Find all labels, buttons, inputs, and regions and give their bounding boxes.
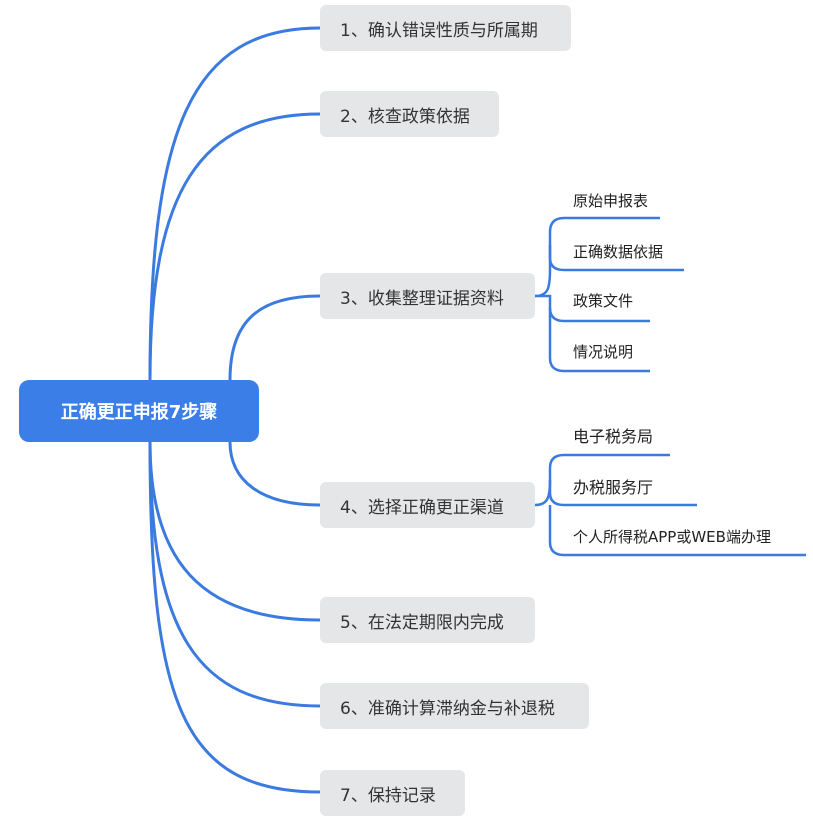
step-2-node: 2、核查政策依据 <box>320 91 499 137</box>
link-root-step-6 <box>148 440 322 708</box>
step-6-node: 6、准确计算滞纳金与补退税 <box>320 683 589 729</box>
step-1-label: 1、确认错误性质与所属期 <box>340 20 538 41</box>
link-step3-child-2 <box>548 245 684 272</box>
step-4-child-1: 电子税务局 <box>573 427 654 446</box>
root-node: 正确更正申报7步骤 <box>19 380 259 442</box>
step-2-label: 2、核查政策依据 <box>340 106 470 127</box>
step-3-child-1: 原始申报表 <box>573 192 649 210</box>
step-3-label: 3、收集整理证据资料 <box>340 288 504 309</box>
link-root-step-1 <box>148 26 322 382</box>
link-step4-child-2 <box>548 480 697 507</box>
link-root-step-3 <box>228 294 322 382</box>
step-3-node: 3、收集整理证据资料 <box>320 273 535 319</box>
step-6-label: 6、准确计算滞纳金与补退税 <box>340 698 555 719</box>
link-step4-child-3 <box>548 505 806 557</box>
link-root-step-4 <box>228 440 322 507</box>
link-step4-child-1 <box>534 453 670 507</box>
step-3-child-2: 正确数据依据 <box>573 243 664 261</box>
step-3-child-3: 政策文件 <box>573 292 634 310</box>
root-label: 正确更正申报7步骤 <box>60 402 218 423</box>
step-7-label: 7、保持记录 <box>340 785 436 806</box>
step-3-child-4: 情况说明 <box>573 343 634 361</box>
step-4-child-2: 办税服务厅 <box>573 478 654 497</box>
link-root-step-7 <box>148 440 322 794</box>
step-4-node: 4、选择正确更正渠道 <box>320 482 535 528</box>
step-1-node: 1、确认错误性质与所属期 <box>320 5 571 51</box>
link-root-step-5 <box>148 440 322 622</box>
step-4-label: 4、选择正确更正渠道 <box>340 497 504 518</box>
link-step3-child-4 <box>548 308 650 373</box>
step-5-label: 5、在法定期限内完成 <box>340 612 504 633</box>
link-root-step-2 <box>148 112 322 382</box>
step-5-node: 5、在法定期限内完成 <box>320 597 535 643</box>
link-step3-child-1 <box>534 216 660 298</box>
step-7-node: 7、保持记录 <box>320 770 465 816</box>
step-4-child-3: 个人所得税APP或WEB端办理 <box>573 528 771 546</box>
